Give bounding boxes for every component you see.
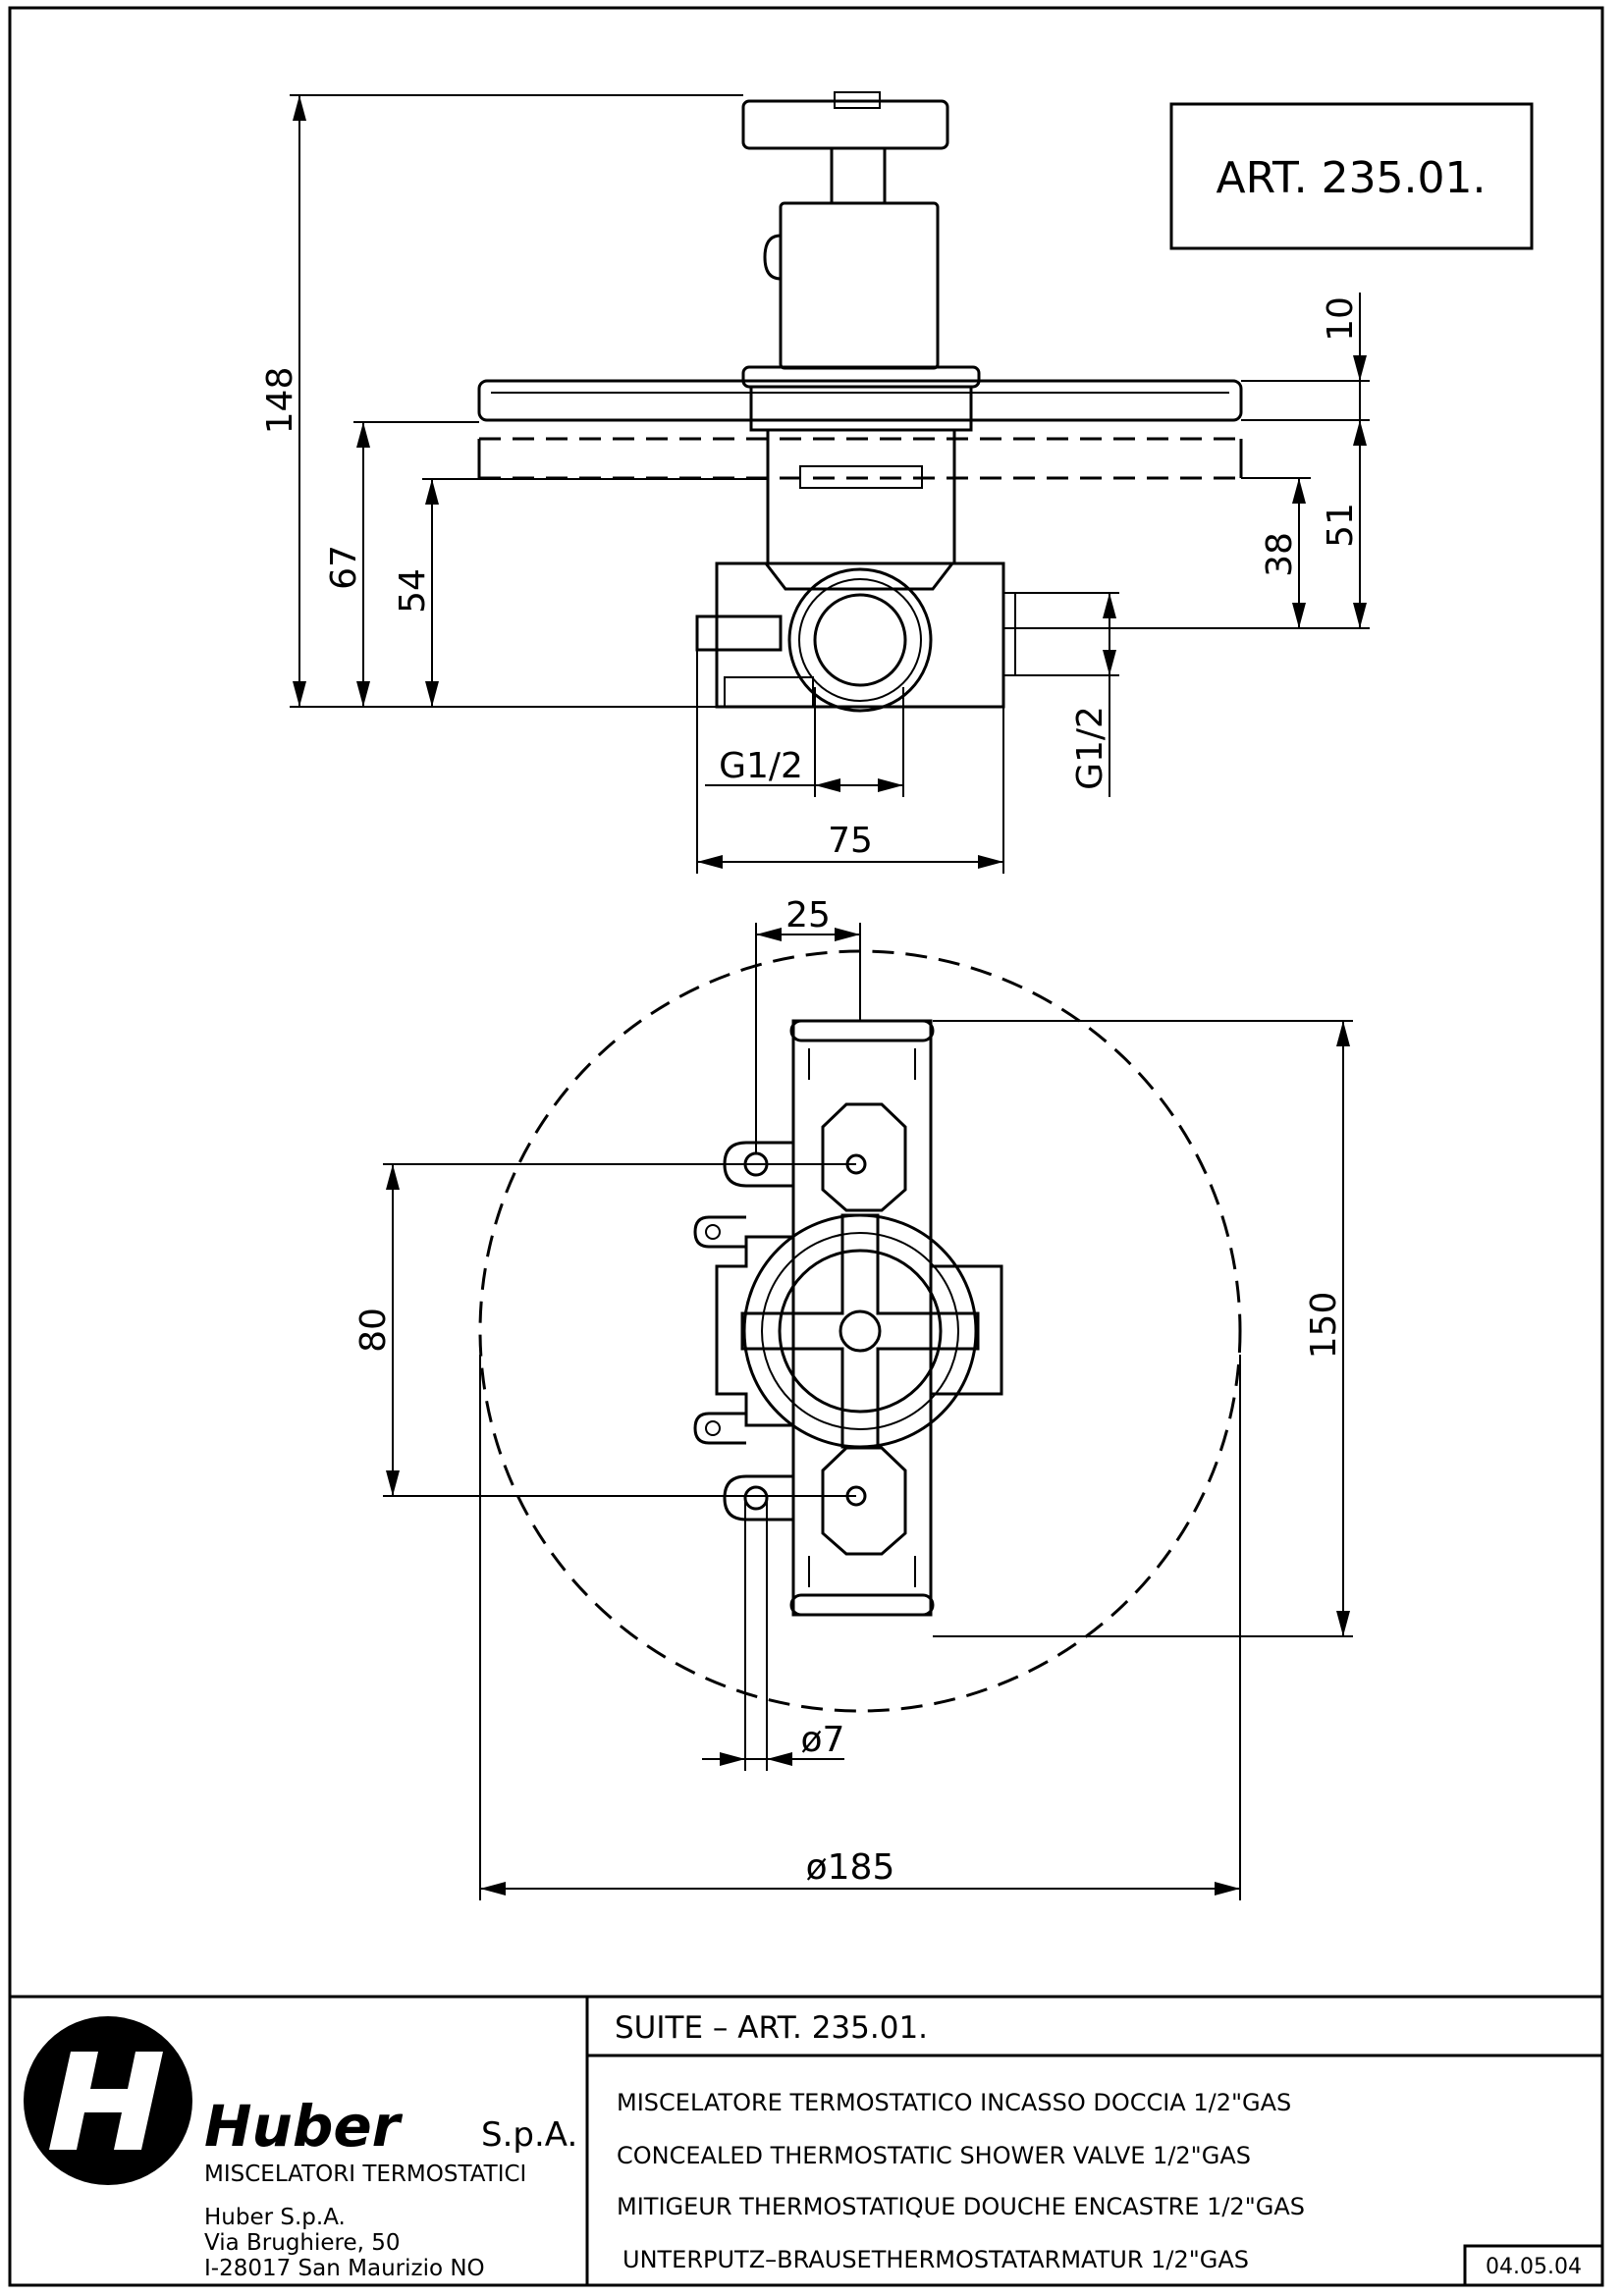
dim-148-label: 148 bbox=[260, 367, 300, 435]
brand-suffix: S.p.A. bbox=[481, 2115, 577, 2155]
side-outlet-ring bbox=[798, 578, 922, 702]
dim-54-arrow-top bbox=[425, 479, 439, 505]
side-cap-body bbox=[779, 201, 940, 370]
article-box: ART. 235.01. bbox=[1169, 102, 1534, 250]
drawing-title: SUITE – ART. 235.01. bbox=[615, 2010, 928, 2046]
dim-80-arrow-top bbox=[386, 1164, 400, 1190]
side-stem bbox=[830, 146, 887, 205]
dim-10-arrow-bottom bbox=[1353, 420, 1367, 446]
dim-g12h-label: G1/2 bbox=[719, 746, 803, 786]
dim-54-arrow-bottom bbox=[425, 681, 439, 707]
dim-75-arrow-right bbox=[978, 855, 1003, 869]
dim-150-arrow-bottom bbox=[1336, 1611, 1350, 1636]
dim-148-arrow-top bbox=[293, 95, 306, 121]
dim-g12v-arrow-top bbox=[1103, 593, 1116, 618]
dim-38-arrow-bottom bbox=[1292, 603, 1306, 628]
side-bottom-plate bbox=[724, 676, 814, 708]
front-central-housing bbox=[715, 1235, 795, 1427]
dim-10-arrow-top bbox=[1353, 355, 1367, 381]
address-line-2: Via Brughiere, 50 bbox=[204, 2230, 401, 2256]
side-temperature-stop bbox=[763, 234, 782, 281]
address-line-1: Huber S.p.A. bbox=[204, 2205, 346, 2230]
date-box bbox=[1463, 2244, 1604, 2287]
side-left-lug bbox=[695, 614, 783, 652]
dim-67-label: 67 bbox=[324, 545, 364, 590]
dim-185-label: ø185 bbox=[806, 1847, 895, 1888]
front-handle-middle-ring bbox=[761, 1232, 959, 1430]
dim-51-arrow-bottom bbox=[1353, 603, 1367, 628]
dim-67-arrow-bottom bbox=[356, 681, 370, 707]
description-italian: MISCELATORE TERMOSTATICO INCASSO DOCCIA … bbox=[617, 2089, 1291, 2116]
article-box-frame bbox=[1169, 102, 1534, 250]
side-right-boss bbox=[1002, 592, 1016, 676]
dim-7-arrow-left bbox=[720, 1752, 745, 1766]
front-lug-lower-left bbox=[723, 1474, 793, 1522]
sheet-border bbox=[8, 6, 1604, 2287]
dim-g12h-arrow-left bbox=[815, 778, 840, 792]
huber-logo: H bbox=[0, 0, 192, 2185]
front-plate-circle-dashed bbox=[478, 949, 1242, 1713]
brand-name: Huber bbox=[204, 2093, 404, 2160]
brand-tagline: MISCELATORI TERMOSTATICI bbox=[204, 2162, 526, 2187]
front-view-dimensions: 25 80 150 ø7 ø185 bbox=[353, 895, 1353, 1900]
description-german: UNTERPUTZ–BRAUSETHERMOSTATARMATUR 1/2"GA… bbox=[622, 2246, 1249, 2273]
dim-150-label: 150 bbox=[1304, 1292, 1344, 1360]
dim-7-label: ø7 bbox=[801, 1720, 845, 1760]
front-cross-handle bbox=[740, 1213, 980, 1449]
dim-148-arrow-bottom bbox=[293, 681, 306, 707]
description-french: MITIGEUR THERMOSTATIQUE DOUCHE ENCASTRE … bbox=[617, 2193, 1305, 2220]
dim-38-label: 38 bbox=[1260, 532, 1300, 577]
side-view bbox=[290, 91, 1243, 713]
address-line-3: I-28017 San Maurizio NO bbox=[204, 2256, 485, 2281]
front-handle-inner-ring bbox=[778, 1249, 943, 1414]
dim-185-arrow-right bbox=[1215, 1882, 1240, 1896]
article-box-label: ART. 235.01. bbox=[1216, 153, 1486, 203]
dim-75-label: 75 bbox=[828, 821, 873, 861]
dim-54-label: 54 bbox=[393, 568, 433, 614]
side-view-dimensions: 148 67 54 10 51 38 G bbox=[260, 94, 1370, 874]
side-outlet-outer bbox=[787, 567, 933, 713]
side-collar bbox=[741, 365, 981, 389]
dim-25-label: 25 bbox=[785, 895, 831, 935]
dim-10-label: 10 bbox=[1321, 296, 1361, 342]
front-lug-mid-left-hole bbox=[705, 1224, 721, 1240]
dim-80-label: 80 bbox=[353, 1308, 394, 1353]
front-lug-low-left-hole bbox=[705, 1420, 721, 1436]
dim-25-arrow-left bbox=[756, 928, 782, 941]
front-cross-handle-hub bbox=[839, 1309, 882, 1353]
front-lug-lower-left-hole bbox=[743, 1485, 769, 1511]
front-upper-check-valve-hex bbox=[821, 1102, 907, 1212]
dim-g12v-label: G1/2 bbox=[1070, 706, 1110, 790]
side-wall-plate bbox=[477, 379, 1243, 422]
front-lug-low-left bbox=[693, 1412, 746, 1445]
dim-38-arrow-top bbox=[1292, 478, 1306, 504]
dim-185-arrow-left bbox=[480, 1882, 506, 1896]
front-lug-mid-left bbox=[693, 1215, 746, 1249]
dim-7-arrow-right bbox=[767, 1752, 792, 1766]
front-view bbox=[478, 949, 1242, 1713]
date-label: 04.05.04 bbox=[1486, 2255, 1582, 2279]
front-body-bottom-cap bbox=[789, 1593, 935, 1617]
dim-67-arrow-top bbox=[356, 422, 370, 448]
huber-logo-letter: H bbox=[0, 0, 1, 1]
dim-25-arrow-right bbox=[835, 928, 860, 941]
huber-logo-h-mark bbox=[49, 2052, 163, 2150]
front-body-top-cap bbox=[789, 1019, 935, 1042]
dim-75-arrow-left bbox=[697, 855, 723, 869]
front-body-frame bbox=[791, 1019, 933, 1617]
side-neck bbox=[766, 428, 956, 565]
front-right-boss bbox=[929, 1264, 1003, 1396]
side-handle-hub bbox=[834, 91, 881, 109]
description-english: CONCEALED THERMOSTATIC SHOWER VALVE 1/2"… bbox=[617, 2142, 1251, 2169]
dim-g12v-arrow-bottom bbox=[1103, 650, 1116, 675]
side-outlet-inner bbox=[813, 593, 907, 687]
dim-g12h-arrow-right bbox=[878, 778, 903, 792]
dim-150-arrow-top bbox=[1336, 1021, 1350, 1046]
dim-51-label: 51 bbox=[1321, 503, 1361, 548]
dim-80-arrow-bottom bbox=[386, 1470, 400, 1496]
side-neck-nut bbox=[799, 465, 923, 489]
